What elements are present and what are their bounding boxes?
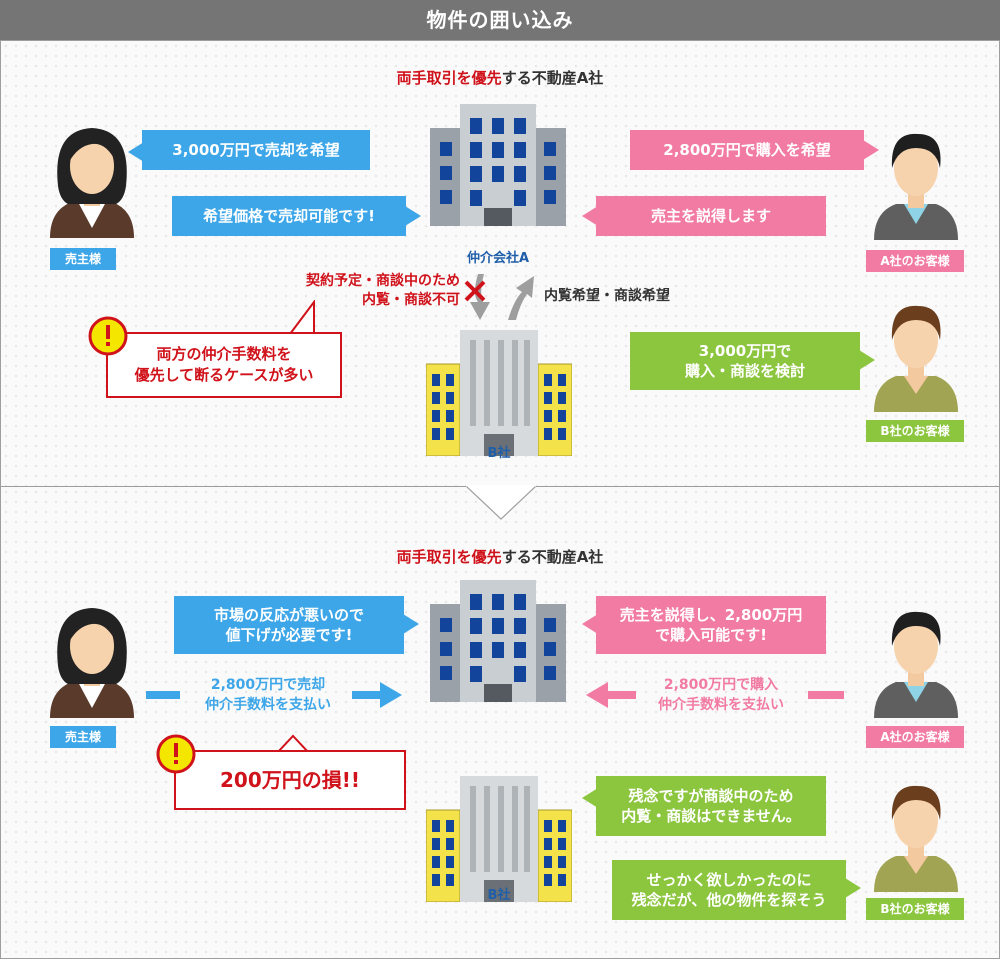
agency-title-top: 両手取引を優先する不動産A社 <box>396 69 604 87</box>
buyer-b-consider-bubble: 3,000万円で 購入・商談を検討 <box>630 332 860 390</box>
bubble-tail <box>845 878 861 898</box>
bubble-tail <box>863 140 879 160</box>
bubble-tail <box>582 206 598 226</box>
buyer-b-badge: B社のお客様 <box>866 898 964 920</box>
refusal-text: 契約予定・商談中のため 内覧・商談不可 <box>306 273 460 308</box>
bubble-tail <box>405 206 421 226</box>
company-b-label: B社 <box>487 888 511 903</box>
buyer-a-badge: A社のお客様 <box>866 250 964 272</box>
buyer-a-badge: A社のお客様 <box>866 726 964 748</box>
buyer-a-avatar <box>874 133 958 240</box>
company-b-reply-bubble: 残念ですが商談中のため 内覧・商談はできません。 <box>596 776 826 836</box>
seller-flow-text: 2,800万円で売却 仲介手数料を支払い <box>205 677 331 713</box>
agency-to-buyer-bubble: 売主を説得し、2,800万円 で購入可能です! <box>596 596 826 654</box>
transition-chevron-icon <box>466 485 536 520</box>
up-arrow-icon <box>508 276 534 320</box>
agency-to-buyer-bubble: 売主を説得します <box>596 196 826 236</box>
agency-to-seller-bubble: 市場の反応が悪いので 値下げが必要です! <box>174 596 404 654</box>
request-text: 内覧希望・商談希望 <box>544 288 670 304</box>
agency-a-label: 仲介会社A <box>466 251 530 266</box>
agency-title-bottom: 両手取引を優先する不動産A社 <box>396 548 604 566</box>
warning-tail <box>278 734 308 753</box>
buyer-b-badge: B社のお客様 <box>866 420 964 442</box>
buyer-flow-line <box>808 691 844 699</box>
loss-bubble: 200万円の損!! <box>174 750 406 810</box>
agency-a-building-icon <box>430 580 566 702</box>
cross-icon <box>464 280 486 302</box>
company-b-label: B社 <box>487 446 511 461</box>
seller-avatar <box>50 128 134 238</box>
buyer-a-avatar <box>874 611 958 718</box>
company-b-building-icon <box>426 330 572 456</box>
right-arrow-icon <box>352 682 402 708</box>
agency-to-seller-bubble: 希望価格で売却可能です! <box>172 196 406 236</box>
bubble-tail <box>403 614 419 634</box>
warning-tail <box>289 300 315 335</box>
buyer-b-avatar <box>874 305 958 412</box>
seller-badge: 売主様 <box>50 248 116 270</box>
exchange-arrows <box>464 274 534 320</box>
page-title: 物件の囲い込み <box>0 0 1000 40</box>
bubble-tail <box>128 142 144 162</box>
bubble-tail <box>859 350 875 370</box>
left-arrow-icon <box>586 682 636 708</box>
seller-avatar <box>50 608 134 718</box>
buyer-a-wish-bubble: 2,800万円で購入を希望 <box>630 130 864 170</box>
warning-bubble-top: 両方の仲介手数料を 優先して断るケースが多い <box>106 332 342 398</box>
bubble-tail <box>582 614 598 634</box>
buyer-b-avatar <box>874 785 958 892</box>
warning-icon <box>88 316 128 356</box>
buyer-b-disappointed-bubble: せっかく欲しかったのに 残念だが、他の物件を探そう <box>612 860 846 920</box>
seller-wish-bubble: 3,000万円で売却を希望 <box>142 130 370 170</box>
seller-flow-line <box>146 691 180 699</box>
bubble-tail <box>582 788 598 808</box>
buyer-flow-text: 2,800万円で購入 仲介手数料を支払い <box>658 677 784 713</box>
warning-icon <box>156 734 196 774</box>
seller-badge: 売主様 <box>50 726 116 748</box>
agency-a-building-icon <box>430 104 566 226</box>
